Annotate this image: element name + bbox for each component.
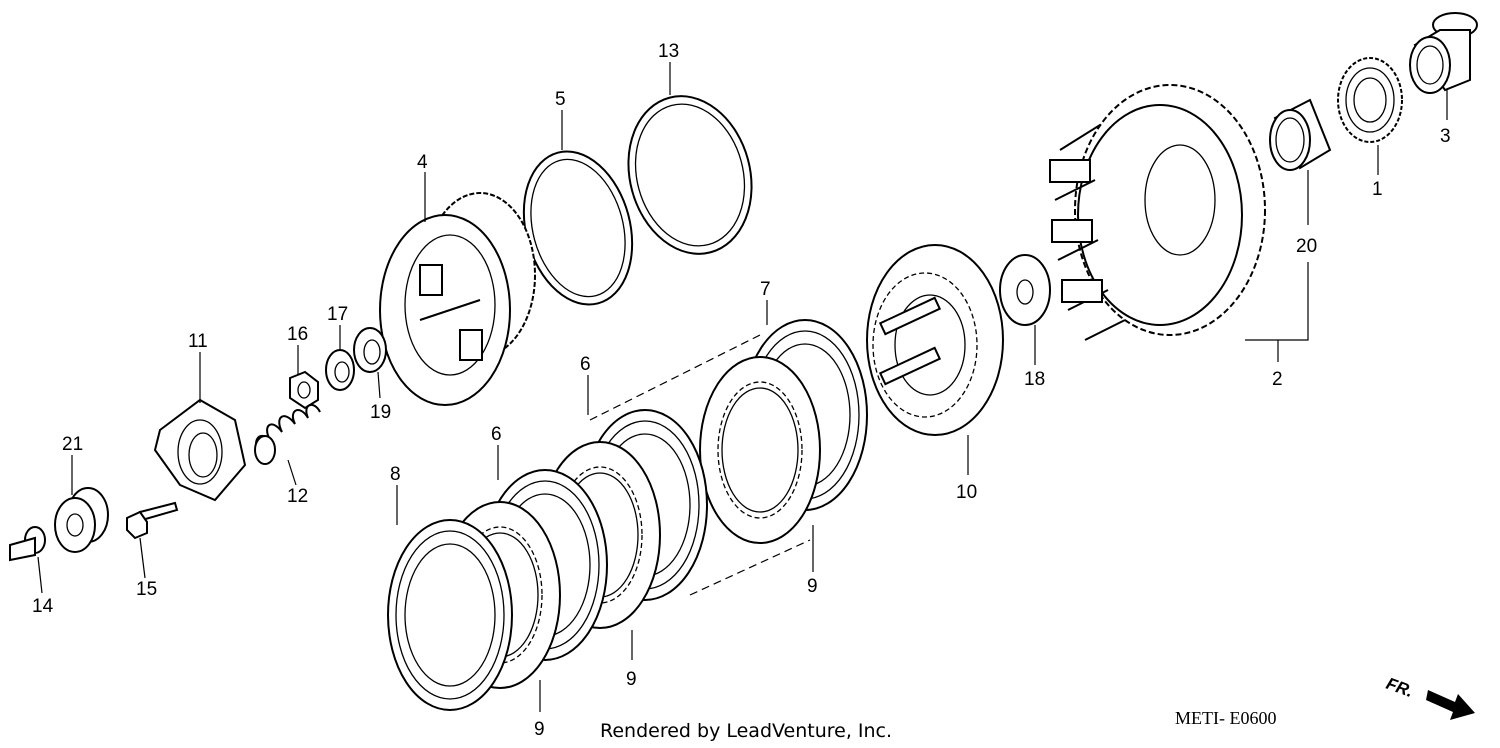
label-part-14: 14 — [32, 596, 54, 617]
label-part-18: 18 — [1024, 369, 1045, 390]
part-20-needle-bearing — [1269, 98, 1332, 171]
label-part-2: 2 — [1272, 369, 1283, 390]
label-part-3: 3 — [1440, 126, 1451, 147]
leader-lines — [37, 62, 1448, 712]
part-21-bearing — [54, 487, 109, 553]
part-11-lifter-plate — [153, 398, 247, 502]
part-14-pin — [9, 526, 46, 562]
label-part-11: 11 — [188, 331, 208, 352]
label-part-4: 4 — [417, 152, 428, 173]
part-17-washer — [325, 349, 355, 391]
label-part-15: 15 — [136, 579, 157, 600]
label-part-9: 9 — [807, 576, 818, 597]
part-1-sprocket — [1337, 57, 1403, 143]
label-part-1: 1 — [1372, 179, 1383, 200]
label-part-21: 21 — [62, 434, 83, 455]
label-part-8: 8 — [390, 464, 401, 485]
front-arrow-icon — [1426, 690, 1475, 720]
diagram-code: METI- E0600 — [1175, 708, 1276, 728]
part-12-spring — [254, 403, 321, 465]
label-part-20: 20 — [1296, 236, 1317, 257]
label-part-5: 5 — [555, 89, 566, 110]
direction-label: FR. — [1384, 674, 1416, 701]
label-part-9: 9 — [626, 669, 637, 690]
part-8-friction-disc — [387, 519, 513, 711]
label-part-6: 6 — [580, 354, 591, 375]
part-3-bushing — [1409, 12, 1478, 94]
rendered-by-credit: Rendered by LeadVenture, Inc. — [600, 720, 892, 742]
part-4-clutch-center — [379, 192, 536, 406]
part-2-clutch-outer — [1049, 84, 1266, 341]
part-16-nut — [289, 370, 319, 410]
label-part-9: 9 — [534, 719, 545, 740]
label-part-7: 7 — [760, 279, 771, 300]
label-part-6: 6 — [491, 424, 502, 445]
label-part-13: 13 — [658, 41, 679, 62]
label-part-10: 10 — [956, 482, 977, 503]
part-13-o-ring — [627, 95, 753, 255]
part-10-pressure-plate — [866, 244, 1004, 436]
part-15-bolt — [126, 501, 179, 540]
label-part-16: 16 — [287, 324, 308, 345]
part-9-clutch-plate — [699, 356, 821, 544]
label-part-19: 19 — [370, 402, 391, 423]
part-18-washer — [999, 254, 1051, 326]
part-5-o-ring — [522, 150, 634, 306]
label-part-12: 12 — [287, 486, 308, 507]
part-19-washer — [353, 327, 387, 373]
label-part-17: 17 — [327, 304, 348, 325]
